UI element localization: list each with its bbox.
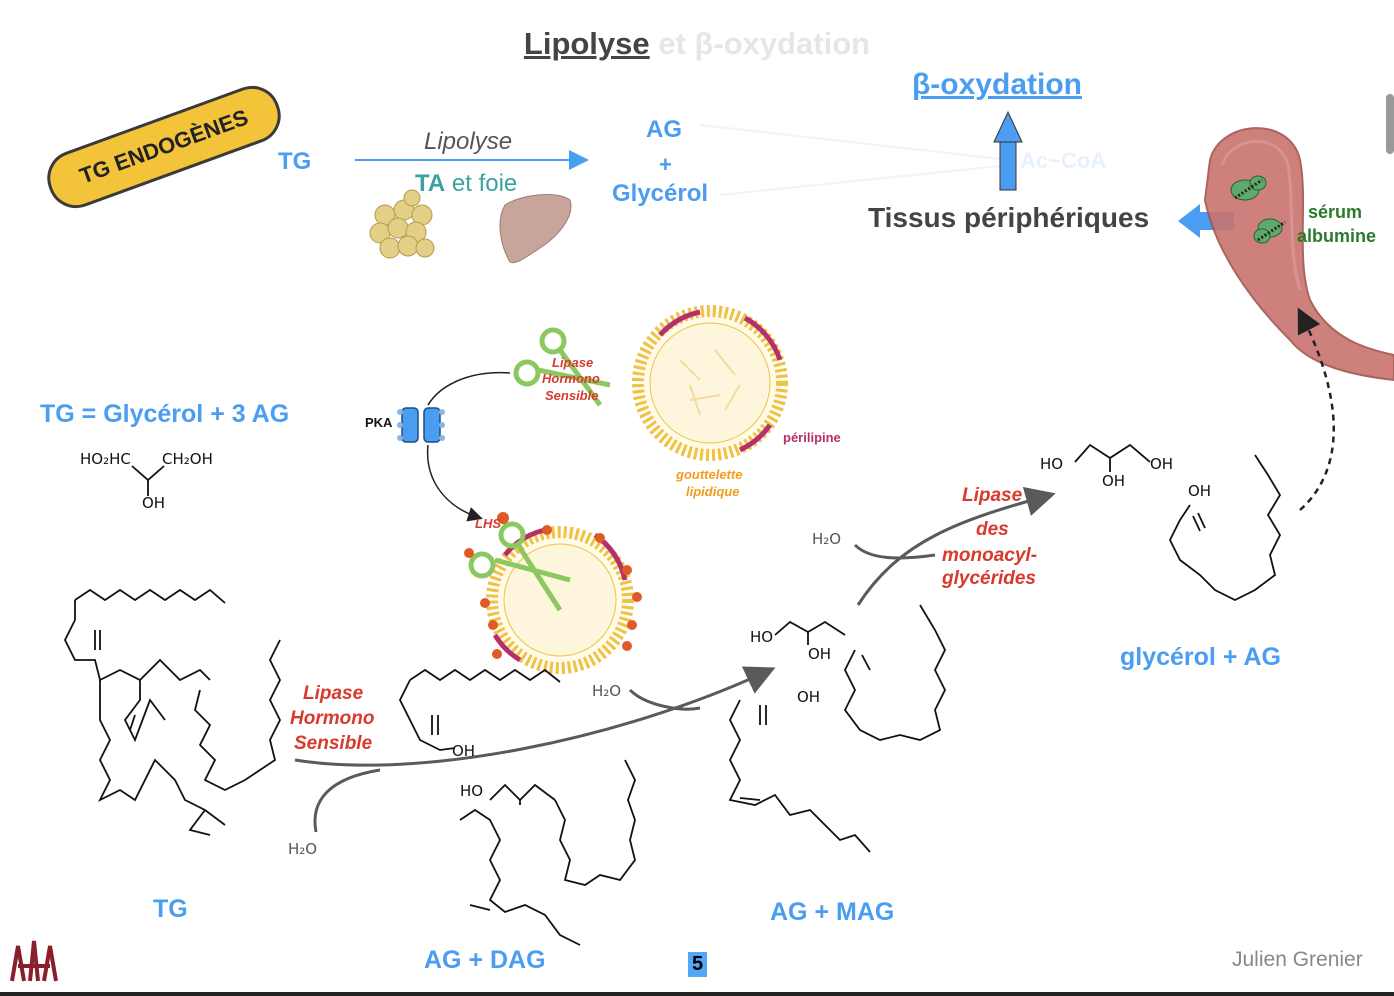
phosphate-dots [464,512,642,659]
glycerol-ag-label: glycérol + AG [1120,643,1281,671]
adipose-tissue-icon [369,189,435,259]
pka-arc-bottom [426,444,483,522]
title-beta-oxydation: et β-oxydation [649,26,871,61]
hsl-label-1: Lipase [303,683,364,704]
fa-oh-label: OH [1188,482,1212,500]
ta-foie-label: TA et foie [415,170,517,198]
h2o-label-2: H₂O [592,682,622,700]
ag-mag-label: AG + MAG [770,898,895,926]
lipid-droplet-top [632,305,788,461]
h2o-arc-2 [628,688,701,711]
tissus-peripheriques-label: Tissus périphériques [868,202,1150,233]
top-ag-label: AG [646,116,682,143]
glycerol-oh: OH [142,494,166,512]
acetyl-coa-label: Ac~CoA [1020,148,1107,173]
gouttelette-label-2: lipidique [686,484,740,499]
lipolyse-label: Lipolyse [424,128,513,155]
bottom-bar [0,992,1394,996]
albumine-label: albumine [1297,226,1377,246]
pka-arc-top [427,371,511,406]
lhs-label: LHS [475,516,501,531]
mgl-label-2: des [976,519,1009,540]
mag-oh-label: OH [808,645,832,663]
mag-ho-label: HO [750,628,774,646]
h2o-arc-1 [313,768,381,833]
page-title: Lipolyse et β-oxydation [0,26,1394,62]
beta-oxydation-link[interactable]: β-oxydation [912,68,1082,101]
lipase-scissors-icon-top [513,327,611,407]
glycerol-ch2oh: CH₂OH [162,450,213,468]
mgl-label-3: monoacyl- [942,545,1038,566]
chemical-structures [63,443,1282,946]
product-ho-label: HO [1040,455,1064,473]
top-tg-label: TG [278,148,312,175]
beta-oxydation-up-arrow [993,110,1023,191]
mgl-label-4: glycérides [942,568,1036,589]
hsl-label-top-2: Hormono [542,371,600,386]
ta-label: TA [415,170,446,197]
dag-ho-label: HO [460,782,484,800]
lipid-droplet-bottom [486,526,634,674]
title-lipolyse: Lipolyse [523,26,650,61]
university-logo-icon [10,940,58,982]
liver-icon [499,194,572,264]
top-glycerol-label: Glycérol [612,180,709,207]
faded-line-1 [699,124,1011,161]
h2o-label-3: H₂O [812,530,842,548]
serum-label: sérum [1308,202,1363,222]
author-name: Julien Grenier [1232,948,1363,971]
et-foie-label: et foie [445,170,518,197]
top-plus-label: + [659,152,672,177]
hsl-label-2: Hormono [290,708,375,729]
arrow-tg-to-dag [294,666,776,767]
faded-line-2 [719,164,1011,196]
product-oh-label-2: OH [1102,472,1126,490]
perilipine-label: périlipine [783,430,841,445]
pka-protein-icon [397,407,445,443]
hsl-label-top-3: Sensible [545,388,599,403]
ag2-oh-label: OH [797,688,821,706]
hsl-label-top-1: Lipase [552,355,594,370]
gouttelette-label-1: gouttelette [676,467,743,482]
tg-formula: TG = Glycérol + 3 AG [40,400,290,428]
tg-label: TG [153,895,188,923]
pka-label: PKA [365,415,393,430]
h2o-arc-3 [853,543,936,560]
h2o-label-1: H₂O [288,840,318,858]
page-number: 5 [688,952,708,977]
mgl-label-1: Lipase [962,485,1023,506]
hsl-label-3: Sensible [294,733,373,754]
ag-dag-label: AG + DAG [424,946,546,974]
product-oh-label-1: OH [1150,455,1174,473]
glycerol-ho2hc: HO₂HC [80,450,131,468]
blood-vessel [1203,127,1394,382]
ag-oh-label: OH [452,742,476,760]
dashed-arrow-ag-to-serum [1297,307,1335,511]
scrollbar-thumb[interactable] [1386,94,1394,154]
lipase-scissors-icon-bottom [468,521,571,612]
arrow-mag-to-glycerol [856,486,1056,606]
